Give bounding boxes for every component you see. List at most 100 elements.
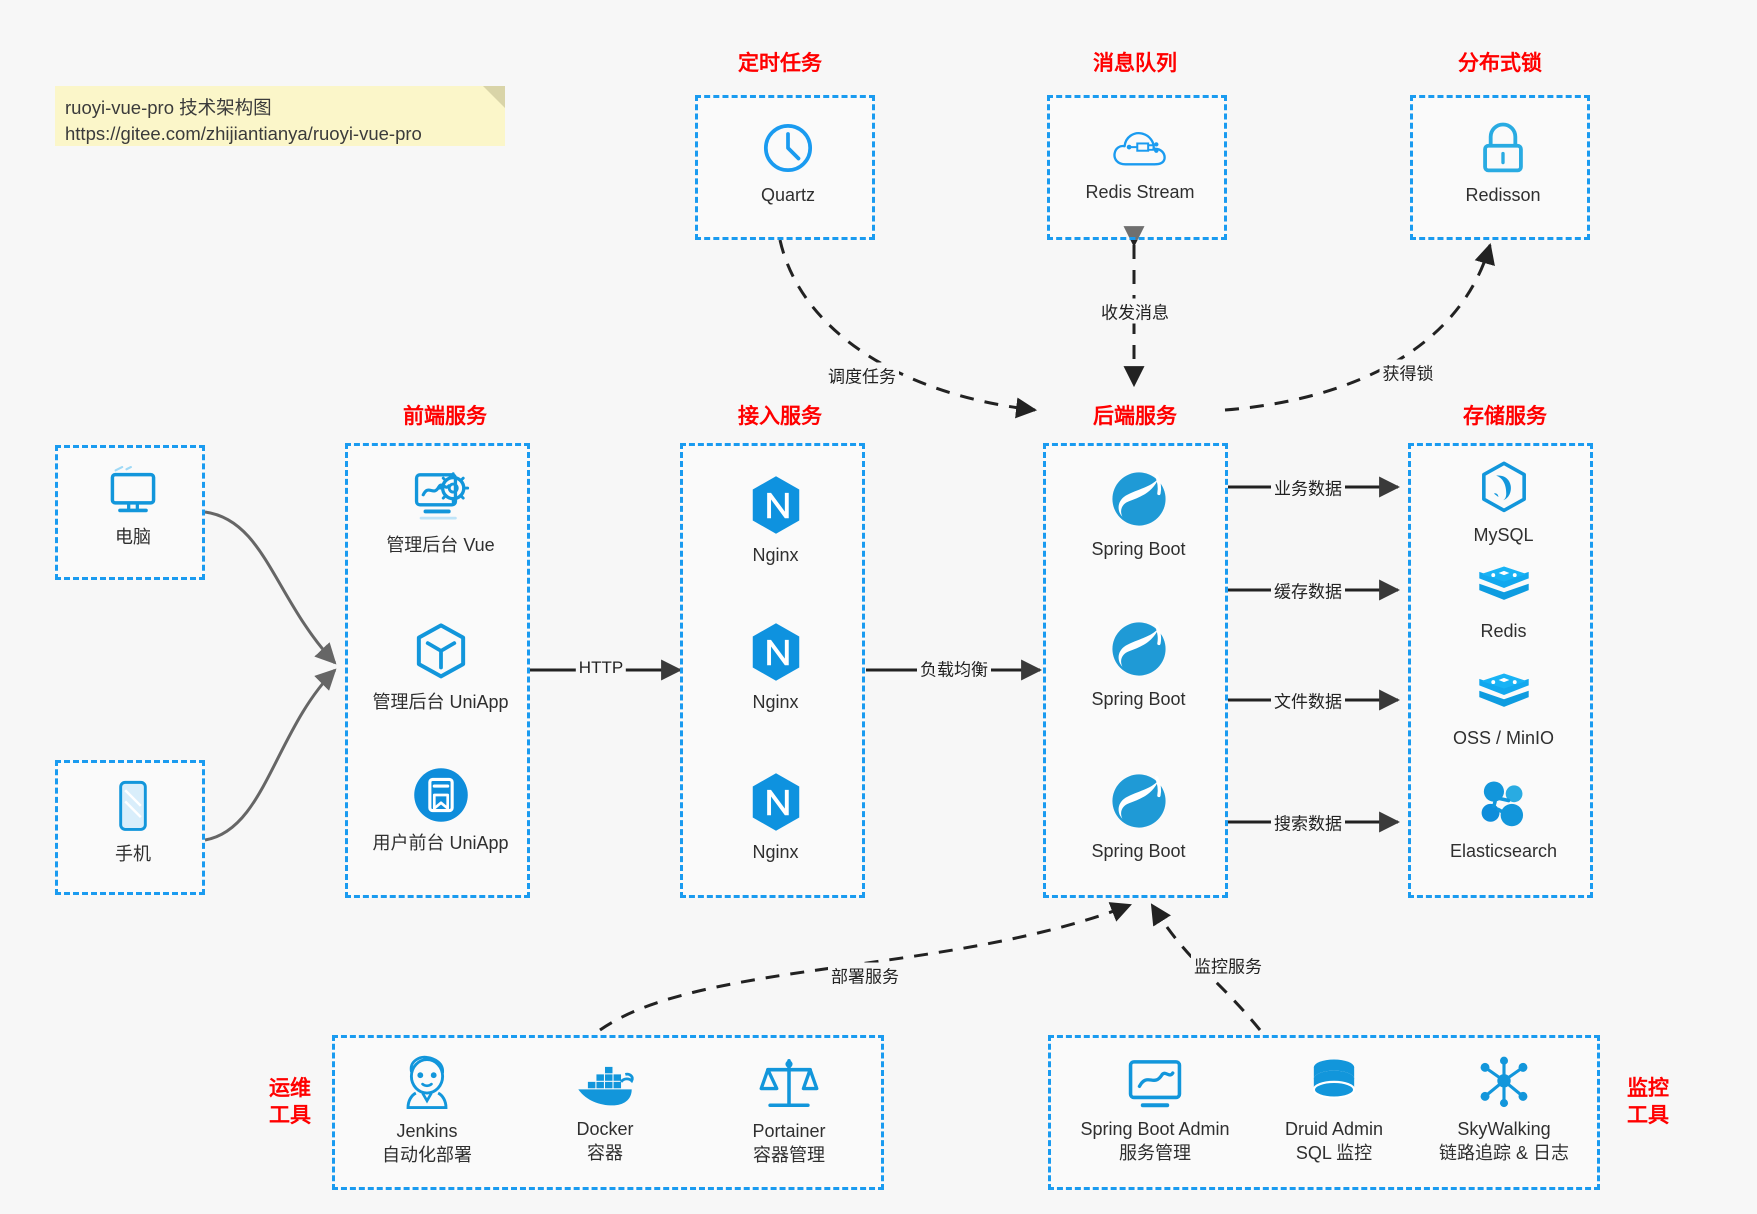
group-client-mobile: 手机	[55, 760, 205, 895]
note-line-1: ruoyi-vue-pro 技术架构图	[65, 97, 272, 118]
group-title-monitor-line-2: 工具	[1627, 1104, 1669, 1127]
node-jenkins[interactable]: Jenkins 自动化部署	[347, 1054, 507, 1167]
node-sublabel: 链路追踪 & 日志	[1438, 1143, 1569, 1163]
app-window-icon	[413, 768, 468, 822]
node-label: Nginx	[752, 545, 799, 565]
group-title-monitor-line-1: 监控	[1627, 1077, 1669, 1100]
node-label: Druid Admin	[1284, 1119, 1384, 1139]
node-redis[interactable]: Redis	[1411, 564, 1596, 643]
edge-label-cache-data: 缓存数据	[1271, 577, 1345, 603]
dashboard-settings-icon	[414, 472, 469, 520]
node-nginx-2[interactable]: Nginx	[683, 621, 868, 714]
node-label: Redis Stream	[1085, 182, 1195, 202]
group-title-devops-line-1: 运维	[269, 1077, 311, 1100]
group-title-monitor: 监控 工具	[1613, 1075, 1683, 1129]
node-quartz[interactable]: Quartz	[698, 120, 878, 207]
node-label: Redisson	[1465, 185, 1541, 205]
edge-label-load-balance: 负载均衡	[917, 655, 991, 681]
node-label: Spring Boot	[1091, 689, 1186, 709]
node-label: Spring Boot	[1091, 841, 1186, 861]
node-label: SkyWalking	[1457, 1119, 1551, 1139]
node-redisson[interactable]: Redisson	[1413, 120, 1593, 207]
node-user-uniapp[interactable]: 用户前台 UniApp	[348, 766, 533, 855]
node-portainer[interactable]: Portainer 容器管理	[709, 1054, 869, 1167]
docker-icon	[578, 1066, 634, 1106]
group-title-gateway: 接入服务	[738, 405, 822, 428]
nginx-icon	[752, 476, 799, 534]
node-sublabel: 服务管理	[1119, 1143, 1191, 1163]
node-sublabel: SQL 监控	[1295, 1143, 1373, 1163]
node-admin-uniapp[interactable]: 管理后台 UniApp	[348, 621, 533, 714]
node-nginx-1[interactable]: Nginx	[683, 474, 868, 567]
group-title-storage: 存储服务	[1463, 405, 1547, 428]
desktop-icon	[110, 466, 156, 513]
node-label: Quartz	[760, 185, 816, 205]
node-spring-boot-1[interactable]: Spring Boot	[1046, 468, 1231, 561]
node-mobile[interactable]: 手机	[58, 779, 208, 866]
node-mysql[interactable]: MySQL	[1411, 460, 1596, 547]
node-druid-admin[interactable]: Druid Admin SQL 监控	[1249, 1056, 1419, 1165]
node-sublabel: 自动化部署	[382, 1145, 472, 1165]
node-elasticsearch[interactable]: Elasticsearch	[1411, 778, 1596, 863]
node-label: Spring Boot Admin	[1080, 1119, 1230, 1139]
cube-icon	[416, 623, 465, 679]
group-title-backend: 后端服务	[1093, 405, 1177, 428]
node-spring-boot-2[interactable]: Spring Boot	[1046, 618, 1231, 711]
spring-boot-icon	[1111, 622, 1166, 676]
group-gateway: Nginx Nginx Nginx	[680, 443, 865, 898]
edge-label-message-io: 收发消息	[1098, 298, 1172, 324]
database-icon	[1312, 1059, 1356, 1099]
node-oss-minio[interactable]: OSS / MinIO	[1411, 671, 1596, 750]
node-label: Docker	[576, 1119, 634, 1139]
node-label: 用户前台 UniApp	[372, 833, 509, 853]
node-label: 电脑	[115, 527, 151, 547]
node-desktop[interactable]: 电脑	[58, 466, 208, 549]
oss-icon	[1478, 673, 1529, 707]
node-skywalking[interactable]: SkyWalking 链路追踪 & 日志	[1409, 1056, 1599, 1165]
group-title-distributed-lock: 分布式锁	[1458, 52, 1542, 75]
node-label: OSS / MinIO	[1452, 728, 1555, 748]
node-label: Spring Boot	[1091, 539, 1186, 559]
group-title-scheduled-task: 定时任务	[738, 52, 822, 75]
edge-label-schedule-task: 调度任务	[825, 362, 899, 388]
node-admin-vue[interactable]: 管理后台 Vue	[348, 468, 533, 557]
node-redis-stream[interactable]: Redis Stream	[1050, 123, 1230, 204]
node-label: Portainer	[752, 1121, 826, 1141]
nginx-icon	[752, 623, 799, 681]
group-scheduled-task: Quartz	[695, 95, 875, 240]
group-monitor: Spring Boot Admin 服务管理 Druid Admin SQL 监…	[1048, 1035, 1600, 1190]
edge-label-acquire-lock: 获得锁	[1379, 359, 1437, 385]
skywalking-icon	[1480, 1056, 1528, 1108]
edge-label-monitor-service: 监控服务	[1191, 952, 1265, 978]
edge-label-deploy-service: 部署服务	[828, 962, 902, 988]
group-client-desktop: 电脑	[55, 445, 205, 580]
spring-boot-icon	[1111, 774, 1166, 828]
mobile-icon	[119, 780, 147, 831]
group-title-devops-line-2: 工具	[269, 1104, 311, 1127]
node-spring-boot-3[interactable]: Spring Boot	[1046, 770, 1231, 863]
node-label: 管理后台 UniApp	[372, 692, 509, 712]
node-label: 管理后台 Vue	[386, 535, 495, 555]
group-frontend: 管理后台 Vue 管理后台 UniApp 用户前台 UniApp	[345, 443, 530, 898]
node-label: Nginx	[752, 692, 799, 712]
elasticsearch-icon	[1481, 781, 1523, 827]
group-distributed-lock: Redisson	[1410, 95, 1590, 240]
node-spring-boot-admin[interactable]: Spring Boot Admin 服务管理	[1055, 1056, 1255, 1165]
group-storage: MySQL Redis OSS / MinIO	[1408, 443, 1593, 898]
node-nginx-3[interactable]: Nginx	[683, 771, 868, 864]
group-title-message-queue: 消息队列	[1093, 52, 1177, 75]
group-message-queue: Redis Stream	[1047, 95, 1227, 240]
edge-label-search-data: 搜索数据	[1271, 809, 1345, 835]
edge-label-http: HTTP	[575, 658, 627, 678]
node-label: 手机	[115, 844, 151, 864]
node-sublabel: 容器管理	[753, 1145, 825, 1165]
node-docker[interactable]: Docker 容器	[525, 1058, 685, 1165]
node-label: Jenkins	[396, 1121, 458, 1141]
jenkins-icon	[406, 1055, 448, 1109]
node-label: Elasticsearch	[1449, 841, 1558, 861]
spring-boot-icon	[1111, 472, 1166, 526]
nginx-icon	[752, 773, 799, 831]
node-label: MySQL	[1473, 525, 1534, 545]
lock-icon	[1483, 122, 1523, 173]
